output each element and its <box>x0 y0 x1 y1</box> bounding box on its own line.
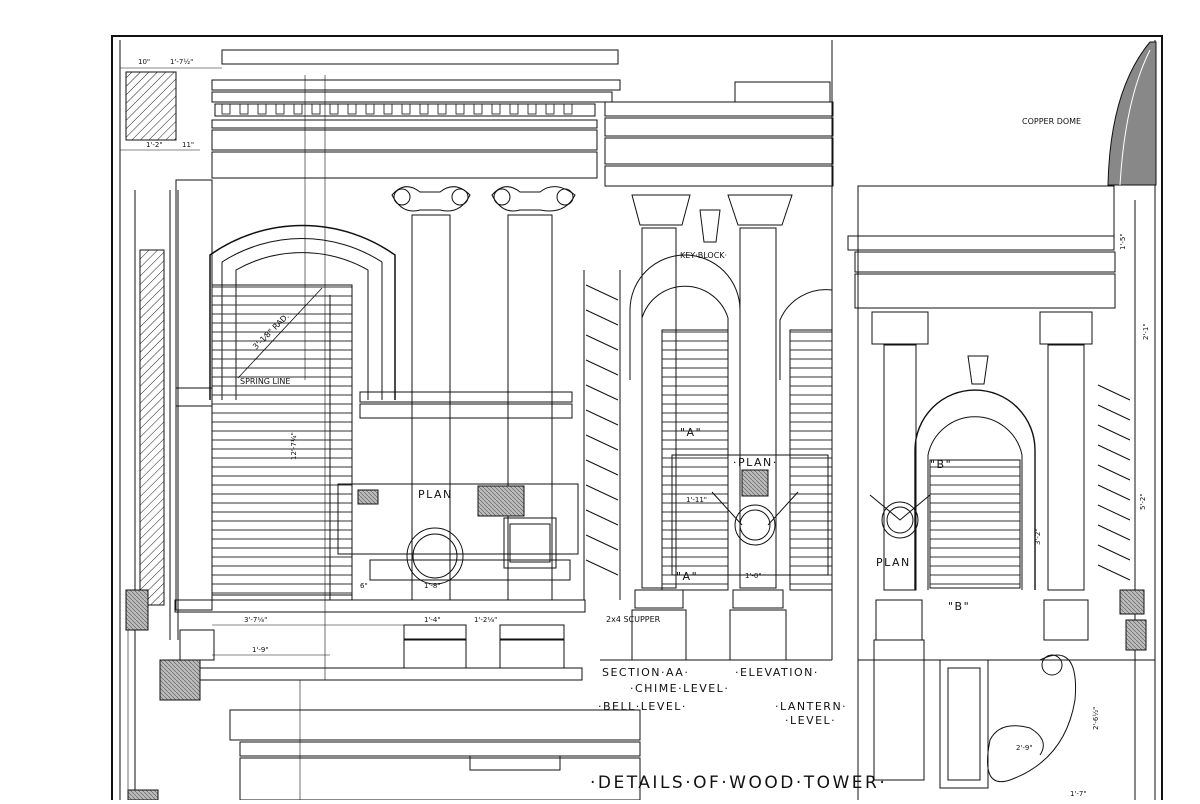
marker-a-bottom: "A" <box>676 570 698 583</box>
dimension-text: 1'-5" <box>1119 233 1127 250</box>
plan-inset-left <box>337 483 579 585</box>
plan-label-right: PLAN <box>876 556 911 569</box>
ionic-column-1 <box>391 186 471 669</box>
plan-inset-center <box>671 454 829 576</box>
lantern-level-label-2: ·LEVEL· <box>785 714 836 727</box>
title-label: ·DETAILS·OF·WOOD·TOWER· <box>590 773 887 793</box>
copper-dome-label: COPPER DOME <box>1022 117 1081 126</box>
dimension-text: 10" <box>138 58 150 66</box>
key-block-label: KEY·BLOCK· <box>680 251 727 260</box>
dimension-text: 1'-9" <box>252 646 269 654</box>
dimension-text: 2'-6½" <box>1092 707 1100 730</box>
dimension-text: 2'-9" <box>1016 744 1033 752</box>
dimension-text: 6" <box>360 582 368 590</box>
dimension-text: 3'-7⅛" <box>244 616 267 624</box>
louver-stack <box>585 284 619 576</box>
marker-b-bottom: "B" <box>948 600 970 613</box>
dimension-text: 2'-1" <box>1142 323 1150 340</box>
egg-dart-band <box>469 755 561 771</box>
dimension-text: 1'-0" <box>745 572 762 580</box>
sheet-border <box>111 35 1163 804</box>
marker-b-top: "B" <box>930 458 952 471</box>
dimension-text: 1'-2" <box>146 141 163 149</box>
scroll-bracket <box>987 654 1077 782</box>
chime-level-label: ·CHIME·LEVEL· <box>630 682 729 695</box>
bell-level-label: ·BELL·LEVEL· <box>598 700 687 713</box>
plan-label-left: PLAN <box>418 488 453 501</box>
marker-a-top: "A" <box>680 426 702 439</box>
scupper-label: 2x4 SCUPPER <box>606 615 661 624</box>
lantern-column-left <box>871 311 929 781</box>
elevation-label: ·ELEVATION· <box>735 666 819 679</box>
spring-line-label: SPRING LINE <box>240 377 290 386</box>
ionic-column-2 <box>491 186 576 669</box>
copper-dome <box>1107 41 1157 186</box>
louver-stack-right <box>1097 384 1131 581</box>
dimension-text: 1'-4" <box>424 616 441 624</box>
dimension-text: 1'-7" <box>1070 790 1087 798</box>
elevation-drawing <box>583 81 834 661</box>
section-aa-drawing <box>120 49 641 801</box>
dimension-text: 11" <box>182 141 194 149</box>
lantern-column-right <box>1039 311 1093 641</box>
dimension-text: 5'-2" <box>1139 493 1147 510</box>
corinthian-column-2 <box>727 194 793 661</box>
dimension-text: 1'-8" <box>424 582 441 590</box>
section-aa-label: SECTION·AA· <box>602 666 689 679</box>
dimension-text: 3'-2" <box>1034 528 1042 545</box>
arch-keystone <box>967 355 989 385</box>
plan-label-center: ·PLAN· <box>733 456 778 469</box>
dimension-text: 1'-2⅛" <box>474 616 497 624</box>
lantern-level-label: ·LANTERN· <box>775 700 847 713</box>
dimension-text: 1'-11" <box>686 496 707 504</box>
dimension-text: 12'-7¼" <box>290 432 298 460</box>
lantern-drawing <box>831 40 1157 800</box>
key-block <box>699 209 721 243</box>
dimension-text: 1'-7½" <box>170 58 193 66</box>
